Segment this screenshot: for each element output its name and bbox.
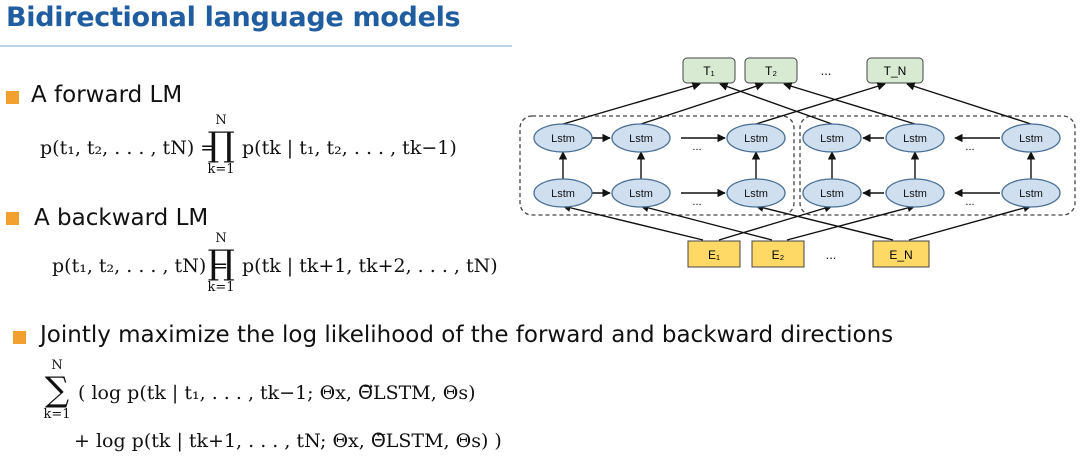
forward-top-ellipsis: ...: [692, 141, 701, 153]
input-node-e2: [751, 240, 805, 268]
output-node-t2: [744, 57, 798, 84]
backward-bottom-ellipsis: ...: [965, 196, 974, 208]
forward-product: N ∏ k=1: [207, 113, 235, 177]
lstm-node: [885, 123, 945, 153]
lstm-label: Lstm: [820, 133, 844, 145]
output-label-t1: T₁: [703, 64, 714, 78]
lstm-node: [726, 178, 786, 208]
lstm-node: [611, 178, 671, 208]
backward-top-ellipsis: ...: [965, 141, 974, 153]
forward-bottom-ellipsis: ...: [692, 196, 701, 208]
forward-rhs: p(tk | t₁, t₂, . . . , tk−1): [242, 137, 457, 159]
joint-line-2: + log p(tk | tk+1, . . . , tN; Θx, Θ⃖LST…: [74, 430, 502, 452]
backward-product: N ∏ k=1: [207, 231, 235, 295]
lstm-label: Lstm: [1019, 133, 1043, 145]
backward-lhs: p(t₁, t₂, . . . , tN) =: [52, 255, 229, 277]
connection-lines: [558, 82, 1036, 241]
output-label-t2: T₂: [765, 64, 777, 78]
input-ellipsis: ...: [826, 247, 837, 262]
lstm-node: [1001, 178, 1061, 208]
input-label-e2: E₂: [772, 248, 785, 262]
lstm-label: Lstm: [903, 133, 927, 145]
lstm-label: Lstm: [1019, 188, 1043, 200]
lstm-node: [533, 123, 593, 153]
input-label-e1: E₁: [708, 248, 720, 262]
lstm-label: Lstm: [551, 188, 575, 200]
joint-sum: N ∑ k=1: [43, 358, 71, 422]
lstm-label: Lstm: [744, 188, 768, 200]
output-ellipsis: ...: [821, 63, 832, 78]
bullet-marker: [6, 91, 19, 104]
output-node-tn: [866, 57, 924, 84]
lstm-label: Lstm: [629, 133, 653, 145]
input-node-en: [872, 240, 930, 268]
input-label-en: E_N: [889, 248, 912, 262]
output-node-t1: [682, 57, 736, 84]
joint-line-1: ( log p(tk | t₁, . . . , tk−1; Θx, Θ⃗LST…: [78, 382, 476, 404]
backward-rhs: p(tk | tk+1, tk+2, . . . , tN): [242, 255, 498, 277]
bullet-backward-lm: A backward LM: [34, 205, 209, 231]
lstm-node: [611, 123, 671, 153]
output-label-tn: T_N: [884, 64, 907, 78]
lstm-label: Lstm: [820, 188, 844, 200]
lstm-label: Lstm: [629, 188, 653, 200]
lstm-node: [1001, 123, 1061, 153]
bullet-joint: Jointly maximize the log likelihood of t…: [40, 322, 894, 348]
lstm-label: Lstm: [744, 133, 768, 145]
bullet-marker: [6, 212, 19, 225]
forward-lstm-group: [519, 115, 795, 216]
lstm-node: [802, 178, 862, 208]
bullet-marker: [13, 331, 26, 344]
slide-title: Bidirectional language models: [6, 2, 461, 33]
lstm-nodes: [533, 123, 1061, 208]
lstm-node: [802, 123, 862, 153]
lstm-node: [726, 123, 786, 153]
lstm-label: Lstm: [551, 133, 575, 145]
forward-lhs: p(t₁, t₂, . . . , tN) =: [40, 137, 217, 159]
lstm-node: [885, 178, 945, 208]
input-node-e1: [687, 240, 741, 268]
lstm-label: Lstm: [903, 188, 927, 200]
lstm-node: [533, 178, 593, 208]
bullet-forward-lm: A forward LM: [31, 82, 183, 108]
title-rule: [0, 45, 512, 47]
